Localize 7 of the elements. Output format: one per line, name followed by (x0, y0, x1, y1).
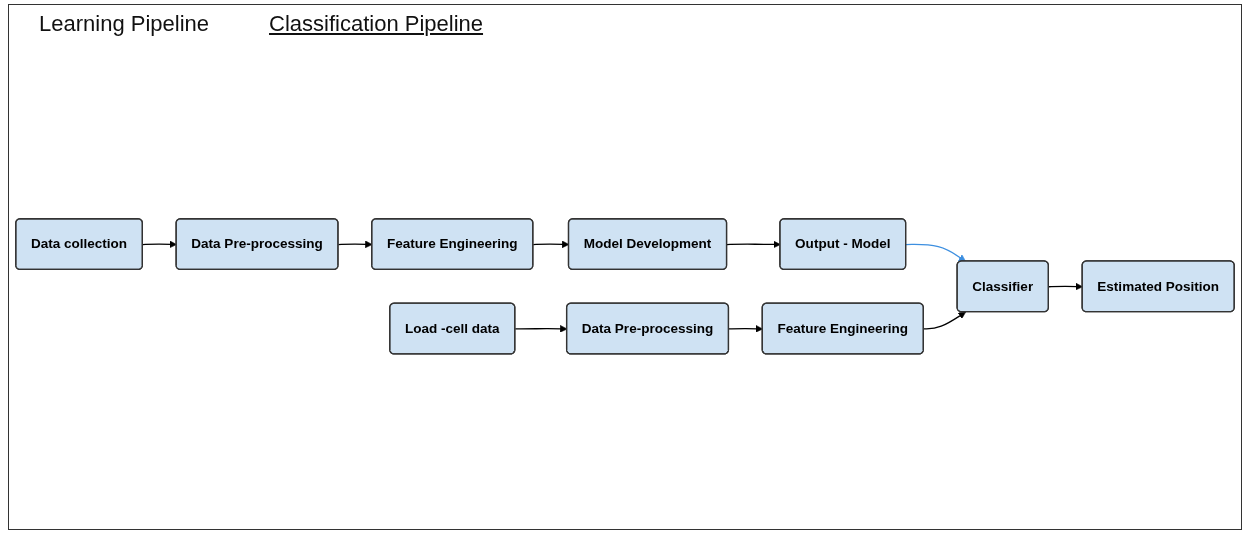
section-heading: Classification Pipeline (269, 11, 484, 37)
arrow (923, 311, 966, 330)
arrow (728, 324, 763, 333)
arrow (1048, 282, 1083, 290)
arrow (905, 243, 966, 262)
arrow (142, 240, 177, 248)
section-heading: Learning Pipeline (39, 11, 210, 37)
